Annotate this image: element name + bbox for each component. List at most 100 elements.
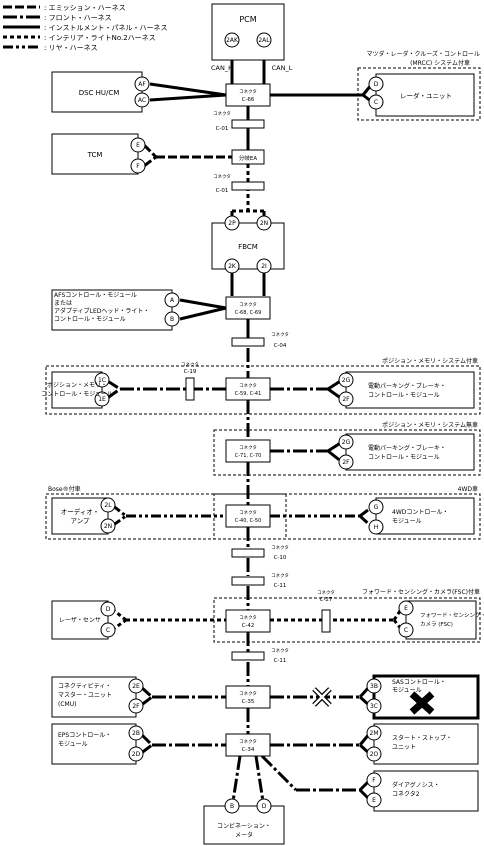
pin-pcmR: 2AL	[256, 32, 272, 48]
inline-c11a	[231, 576, 265, 586]
4wd-label-2: モジュール	[392, 518, 422, 525]
inline-c19	[185, 377, 195, 401]
pcm-label: PCM	[239, 15, 256, 24]
hub-boxes	[225, 83, 271, 757]
pin-circle	[94, 391, 110, 407]
c01b-label: コネクタ	[213, 173, 231, 180]
radar-note-2: (MRCC) システム付車	[410, 59, 470, 67]
hub-c68-label: コネクタ	[239, 301, 257, 308]
pin-label: 2O	[370, 751, 379, 758]
hub-c66-id: C-66	[242, 97, 255, 103]
pin-circle	[338, 391, 354, 407]
combi-label-1: コンビネーション・	[217, 822, 271, 830]
c11a-label: コネクタ	[271, 572, 289, 579]
pin-circle	[256, 798, 272, 814]
cmu-label-1: コネクティビティ・	[58, 682, 111, 690]
afs-label-3: アダプティブLEDヘッド・ライト・	[54, 307, 149, 315]
pin-label: B	[230, 803, 234, 810]
pin-dscA: AF	[134, 76, 150, 92]
legend-label: : インテリア・ライトNo.2ハーネス	[44, 34, 156, 42]
pin-circle	[338, 372, 354, 388]
frame-4wd-option	[213, 493, 481, 540]
junction-label: 分岐EA	[239, 154, 257, 162]
box-combi	[203, 805, 285, 845]
pin-label: D	[106, 606, 111, 613]
pin-circle	[130, 158, 146, 174]
pin-circle	[128, 678, 144, 694]
fsc-label-1: フォワード・センシング・	[420, 611, 484, 619]
pin-circle	[164, 292, 180, 308]
pin-fbcmB2: 2I	[256, 258, 272, 274]
pin-label: E	[404, 605, 408, 612]
wire-tcm	[142, 143, 158, 159]
pin-label: 2P	[228, 220, 236, 227]
box-afs	[51, 289, 173, 331]
box-fbcm	[211, 222, 285, 270]
pin-epb1A: 2G	[338, 372, 354, 388]
pin-combA: B	[224, 798, 240, 814]
bose-note: Bose®付車	[48, 485, 81, 493]
dsc-label: DSC HU/CM	[79, 89, 120, 97]
pin-label: 2I	[261, 263, 267, 270]
pin-sasB: 3C	[366, 698, 382, 714]
pin-circle	[366, 678, 382, 694]
frame-pos-option	[45, 365, 481, 415]
sas-label-1: SASコントロール・	[392, 679, 446, 686]
pin-label: H	[374, 524, 379, 531]
wire-fsc	[392, 607, 404, 621]
inline-c01a	[231, 119, 265, 129]
inline-c01b	[231, 181, 265, 191]
pin-epsB: 2D	[128, 746, 144, 762]
pin-circle	[94, 372, 110, 388]
open-circuit-mark	[312, 687, 332, 707]
afs-label-1: AFSコントロール・モジュール	[54, 292, 137, 299]
cmu-label-3: (CMU)	[58, 701, 76, 708]
pin-circle	[128, 725, 144, 741]
pin-ssA: 2M	[366, 725, 382, 741]
pin-dlcB: E	[366, 792, 382, 808]
pin-circle	[256, 258, 272, 274]
box-eps	[51, 723, 137, 765]
c19-label: コネクタ	[181, 361, 199, 368]
box-ss	[373, 723, 479, 765]
sas-fault-x-icon	[409, 691, 435, 715]
sas-label-2: モジュール	[392, 687, 422, 694]
pin-epb1B: 2F	[338, 391, 354, 407]
laser-label: レーザ・センサ	[59, 617, 101, 624]
pin-pcmL: 2AK	[224, 32, 240, 48]
nopos-note: ポジション・メモリ・システム無車	[382, 421, 478, 429]
pin-audB: 2N	[100, 518, 116, 534]
pos-label-2: コントロール・モジュール	[41, 391, 113, 398]
pin-label: 2M	[370, 730, 379, 737]
afs-label-4: コントロール・モジュール	[54, 316, 126, 323]
fsc-note: フォワード・センシング・カメラ(FSC)付車	[362, 588, 480, 596]
pin-radB: C	[368, 94, 384, 110]
hub-c42	[225, 609, 271, 633]
pin-circle	[368, 499, 384, 515]
module-boxes	[51, 3, 480, 845]
pin-circle	[224, 798, 240, 814]
inline-c11b	[231, 651, 265, 661]
frame-radar-option	[357, 67, 481, 121]
wire-combi	[230, 755, 242, 809]
can-h-label: CAN_H	[211, 64, 233, 72]
frame-nopos-option	[213, 429, 481, 476]
pin-dlcA: F	[366, 772, 382, 788]
pin-label: 2F	[132, 703, 140, 710]
pin-cmuA: 2E	[128, 678, 144, 694]
pin-label: 2G	[342, 377, 351, 384]
wire-epb2	[327, 449, 343, 464]
c10-label: コネクタ	[271, 544, 289, 551]
pin-posA: 1C	[94, 372, 110, 388]
c10-id: C-10	[274, 555, 287, 561]
pin-label: D	[262, 803, 267, 810]
pin-label: AF	[138, 81, 146, 88]
pin-circle	[366, 746, 382, 762]
legend: : エミッション・ハーネス : フロント・ハーネス : インストルメント・パネル…	[3, 4, 167, 52]
c11b-label: コネクタ	[271, 647, 289, 654]
pin-label: C	[404, 627, 408, 634]
can-l-label: CAN_L	[272, 64, 293, 72]
hub-c71-id: C-71, C-70	[235, 453, 262, 459]
c01a-id: C-01	[216, 126, 229, 132]
